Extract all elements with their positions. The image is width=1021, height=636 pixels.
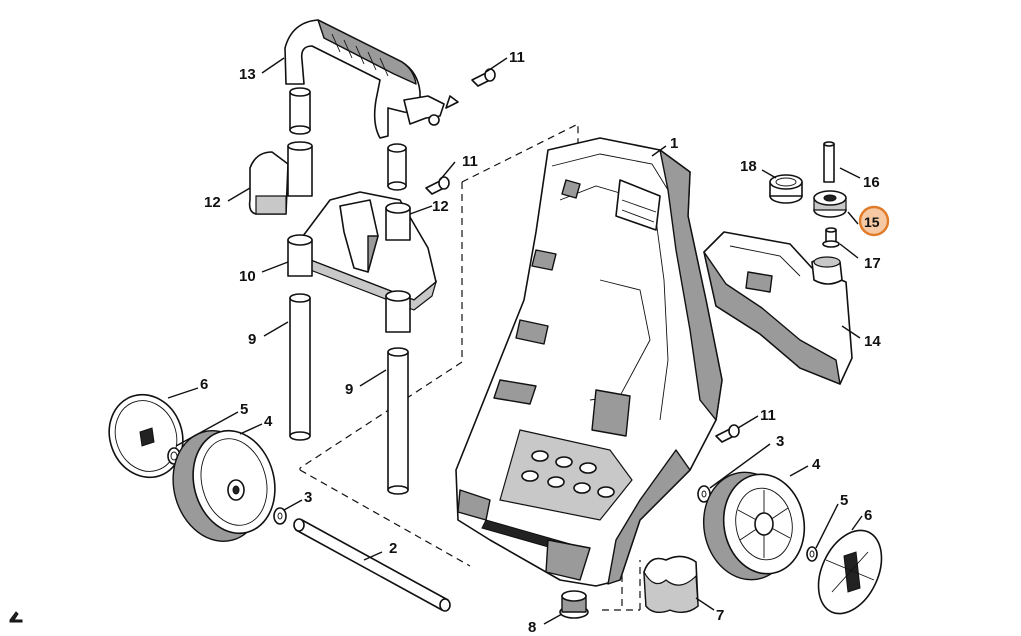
callout-11-top[interactable]: 11 bbox=[509, 49, 525, 66]
highlight-ring-15 bbox=[858, 205, 890, 237]
callout-1[interactable]: 1 bbox=[670, 135, 678, 152]
corner-mark bbox=[9, 611, 23, 623]
callout-16[interactable]: 16 bbox=[863, 174, 880, 191]
part-4-wheel-right[interactable] bbox=[695, 465, 812, 587]
callout-15[interactable]: 15 bbox=[864, 214, 880, 230]
part-9-tube-right[interactable] bbox=[387, 347, 409, 495]
callout-4-left[interactable]: 4 bbox=[264, 413, 273, 430]
callout-6-right[interactable]: 6 bbox=[864, 507, 872, 524]
part-6-hubcap-left[interactable] bbox=[98, 384, 194, 488]
part-7-cable-hook[interactable] bbox=[643, 555, 699, 614]
part-14-detergent-tank[interactable] bbox=[703, 231, 853, 385]
leader-lines bbox=[167, 57, 863, 625]
callout-8[interactable]: 8 bbox=[528, 619, 536, 636]
part-17-nozzle[interactable] bbox=[822, 227, 840, 248]
callout-18[interactable]: 18 bbox=[740, 158, 757, 175]
callout-13[interactable]: 13 bbox=[239, 66, 256, 83]
part-11-screw-middle[interactable] bbox=[425, 176, 450, 195]
part-4-wheel-left[interactable] bbox=[161, 421, 286, 552]
part-13-handle[interactable] bbox=[284, 19, 459, 139]
part-18-cap[interactable] bbox=[769, 174, 803, 204]
callout-7[interactable]: 7 bbox=[716, 607, 724, 624]
part-15-filter-cap[interactable] bbox=[813, 190, 847, 218]
part-10-bracket[interactable] bbox=[287, 191, 438, 333]
callout-3-right[interactable]: 3 bbox=[776, 433, 784, 450]
callout-17[interactable]: 17 bbox=[864, 255, 881, 272]
callout-5-left[interactable]: 5 bbox=[240, 401, 248, 418]
part-11-screw-right[interactable] bbox=[715, 424, 740, 443]
callout-6-left[interactable]: 6 bbox=[200, 376, 208, 393]
callout-9-right[interactable]: 9 bbox=[345, 381, 353, 398]
callout-3-left[interactable]: 3 bbox=[304, 489, 312, 506]
part-8-foot[interactable] bbox=[559, 590, 589, 619]
callout-14[interactable]: 14 bbox=[864, 333, 881, 350]
part-6-hubcap-right[interactable] bbox=[806, 520, 894, 623]
part-9-tube-left[interactable] bbox=[289, 293, 311, 441]
part-3-washer-left[interactable] bbox=[273, 507, 287, 525]
callout-5-right[interactable]: 5 bbox=[840, 492, 848, 509]
part-16-pin[interactable] bbox=[823, 141, 835, 183]
callout-11-right[interactable]: 11 bbox=[760, 407, 776, 424]
callout-4-right[interactable]: 4 bbox=[812, 456, 821, 473]
callout-11-middle[interactable]: 11 bbox=[462, 153, 478, 170]
part-5-clip-right[interactable] bbox=[806, 546, 818, 562]
callout-9-left[interactable]: 9 bbox=[248, 331, 256, 348]
handle-tube-right[interactable] bbox=[387, 143, 407, 191]
callout-10[interactable]: 10 bbox=[239, 268, 256, 285]
part-12-holder-left[interactable] bbox=[248, 141, 313, 215]
part-2-axle[interactable] bbox=[293, 518, 451, 612]
callout-12-right[interactable]: 12 bbox=[432, 198, 449, 215]
handle-tube-left[interactable] bbox=[289, 87, 311, 135]
callout-labels: 13 11 11 11 12 12 10 9 9 6 5 4 3 2 8 1 1… bbox=[200, 49, 881, 636]
part-1-main-frame[interactable] bbox=[455, 137, 723, 587]
part-11-screw-top[interactable] bbox=[471, 68, 496, 87]
callout-12-left[interactable]: 12 bbox=[204, 194, 221, 211]
callout-2[interactable]: 2 bbox=[389, 540, 397, 557]
